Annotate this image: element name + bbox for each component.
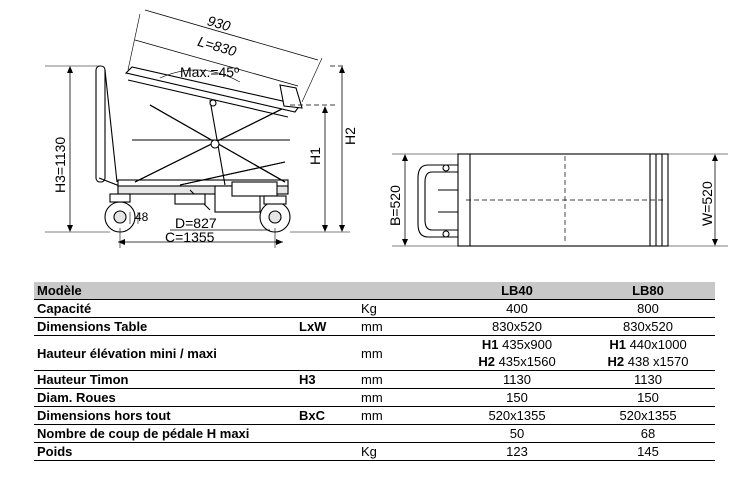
row-lb40-value: 50 bbox=[453, 424, 581, 443]
table-row: Dimensions hors tout BxC mm 520x1355 520… bbox=[34, 406, 715, 425]
row-lb80-value: 145 bbox=[581, 442, 715, 461]
header-lb40: LB40 bbox=[453, 282, 581, 300]
row-symbol bbox=[296, 299, 358, 318]
row-label: Dimensions Table bbox=[34, 317, 296, 336]
row-symbol: H3 bbox=[296, 370, 358, 389]
row-unit: mm bbox=[358, 388, 453, 407]
specification-table: Modèle LB40 LB80 Capacité Kg 400 800 Dim… bbox=[34, 282, 715, 461]
row-lb80-value: 800 bbox=[581, 299, 715, 318]
row-lb80-value: 1130 bbox=[581, 370, 715, 389]
row-lb80-value: 150 bbox=[581, 388, 715, 407]
technical-drawing: 930 L=830 Max.=45º H3=1130 H1 H2 48 D=82… bbox=[45, 9, 728, 248]
row-lb40-value: 150 bbox=[453, 388, 581, 407]
row-label: Hauteur élévation mini / maxi bbox=[34, 335, 296, 371]
lb80-h1-value: 440x1000 bbox=[629, 337, 687, 352]
table-row: Dimensions Table LxW mm 830x520 830x520 bbox=[34, 317, 715, 336]
row-unit: Kg bbox=[358, 442, 453, 461]
row-lb80-value: 68 bbox=[581, 424, 715, 443]
table-row: Poids Kg 123 145 bbox=[34, 442, 715, 461]
row-lb80-value: 830x520 bbox=[581, 317, 715, 336]
row-symbol bbox=[296, 335, 358, 371]
row-lb40-value: 830x520 bbox=[453, 317, 581, 336]
row-label: Poids bbox=[34, 442, 296, 461]
lb40-h2-value: 435x1560 bbox=[498, 354, 556, 369]
table-row: Hauteur Timon H3 mm 1130 1130 bbox=[34, 370, 715, 389]
row-unit: mm bbox=[358, 317, 453, 336]
dim-length-label: L=830 bbox=[196, 33, 238, 59]
row-symbol bbox=[296, 442, 358, 461]
table-header-row: Modèle LB40 LB80 bbox=[34, 282, 715, 300]
row-unit: mm bbox=[358, 370, 453, 389]
dim-h1-label: H1 bbox=[307, 147, 323, 165]
row-lb80-value: H1 440x1000 H2 438 x1570 bbox=[581, 335, 715, 371]
dim-max-angle-label: Max.=45º bbox=[180, 64, 239, 80]
h1-prefix: H1 bbox=[481, 337, 499, 352]
table-row: Capacité Kg 400 800 bbox=[34, 299, 715, 318]
header-lb80: LB80 bbox=[581, 282, 715, 300]
h2-prefix: H2 bbox=[607, 354, 625, 369]
row-lb80-value: 520x1355 bbox=[581, 406, 715, 425]
row-symbol: LxW bbox=[296, 317, 358, 336]
lb80-h2-value: 438 x1570 bbox=[627, 354, 689, 369]
dim-b-label: B=520 bbox=[387, 185, 403, 226]
row-lb40-value: 520x1355 bbox=[453, 406, 581, 425]
side-view-drawing bbox=[45, 9, 350, 248]
row-label: Dimensions hors tout bbox=[34, 406, 296, 425]
table-row: Hauteur élévation mini / maxi mm H1 435x… bbox=[34, 335, 715, 371]
row-unit bbox=[358, 424, 453, 443]
row-lb40-value: 123 bbox=[453, 442, 581, 461]
h1-prefix: H1 bbox=[609, 337, 626, 352]
row-symbol bbox=[296, 424, 358, 443]
dim-930-label: 930 bbox=[205, 12, 232, 34]
dim-h2-label: H2 bbox=[342, 127, 358, 145]
row-symbol: BxC bbox=[296, 406, 358, 425]
table-row: Diam. Roues mm 150 150 bbox=[34, 388, 715, 407]
top-view-drawing bbox=[392, 153, 728, 247]
dim-d-label: D=827 bbox=[175, 215, 217, 231]
row-label: Hauteur Timon bbox=[34, 370, 296, 389]
row-label: Nombre de coup de pédale H maxi bbox=[34, 424, 296, 443]
row-lb40-value: 400 bbox=[453, 299, 581, 318]
dim-c-label: C=1355 bbox=[165, 229, 215, 245]
table-row: Nombre de coup de pédale H maxi 50 68 bbox=[34, 424, 715, 443]
row-unit: mm bbox=[358, 406, 453, 425]
row-symbol bbox=[296, 388, 358, 407]
dim-w-label: W=520 bbox=[699, 181, 715, 226]
lb40-h1-value: 435x900 bbox=[502, 337, 553, 352]
dim-wheel-label: 48 bbox=[135, 210, 149, 224]
row-lb40-value: H1 435x900 H2 435x1560 bbox=[453, 335, 581, 371]
row-label: Diam. Roues bbox=[34, 388, 296, 407]
row-label: Capacité bbox=[34, 299, 296, 318]
row-unit: mm bbox=[358, 335, 453, 371]
dim-h3-label: H3=1130 bbox=[52, 137, 68, 193]
header-model: Modèle bbox=[34, 282, 296, 300]
h2-prefix: H2 bbox=[478, 354, 495, 369]
row-unit: Kg bbox=[358, 299, 453, 318]
row-lb40-value: 1130 bbox=[453, 370, 581, 389]
